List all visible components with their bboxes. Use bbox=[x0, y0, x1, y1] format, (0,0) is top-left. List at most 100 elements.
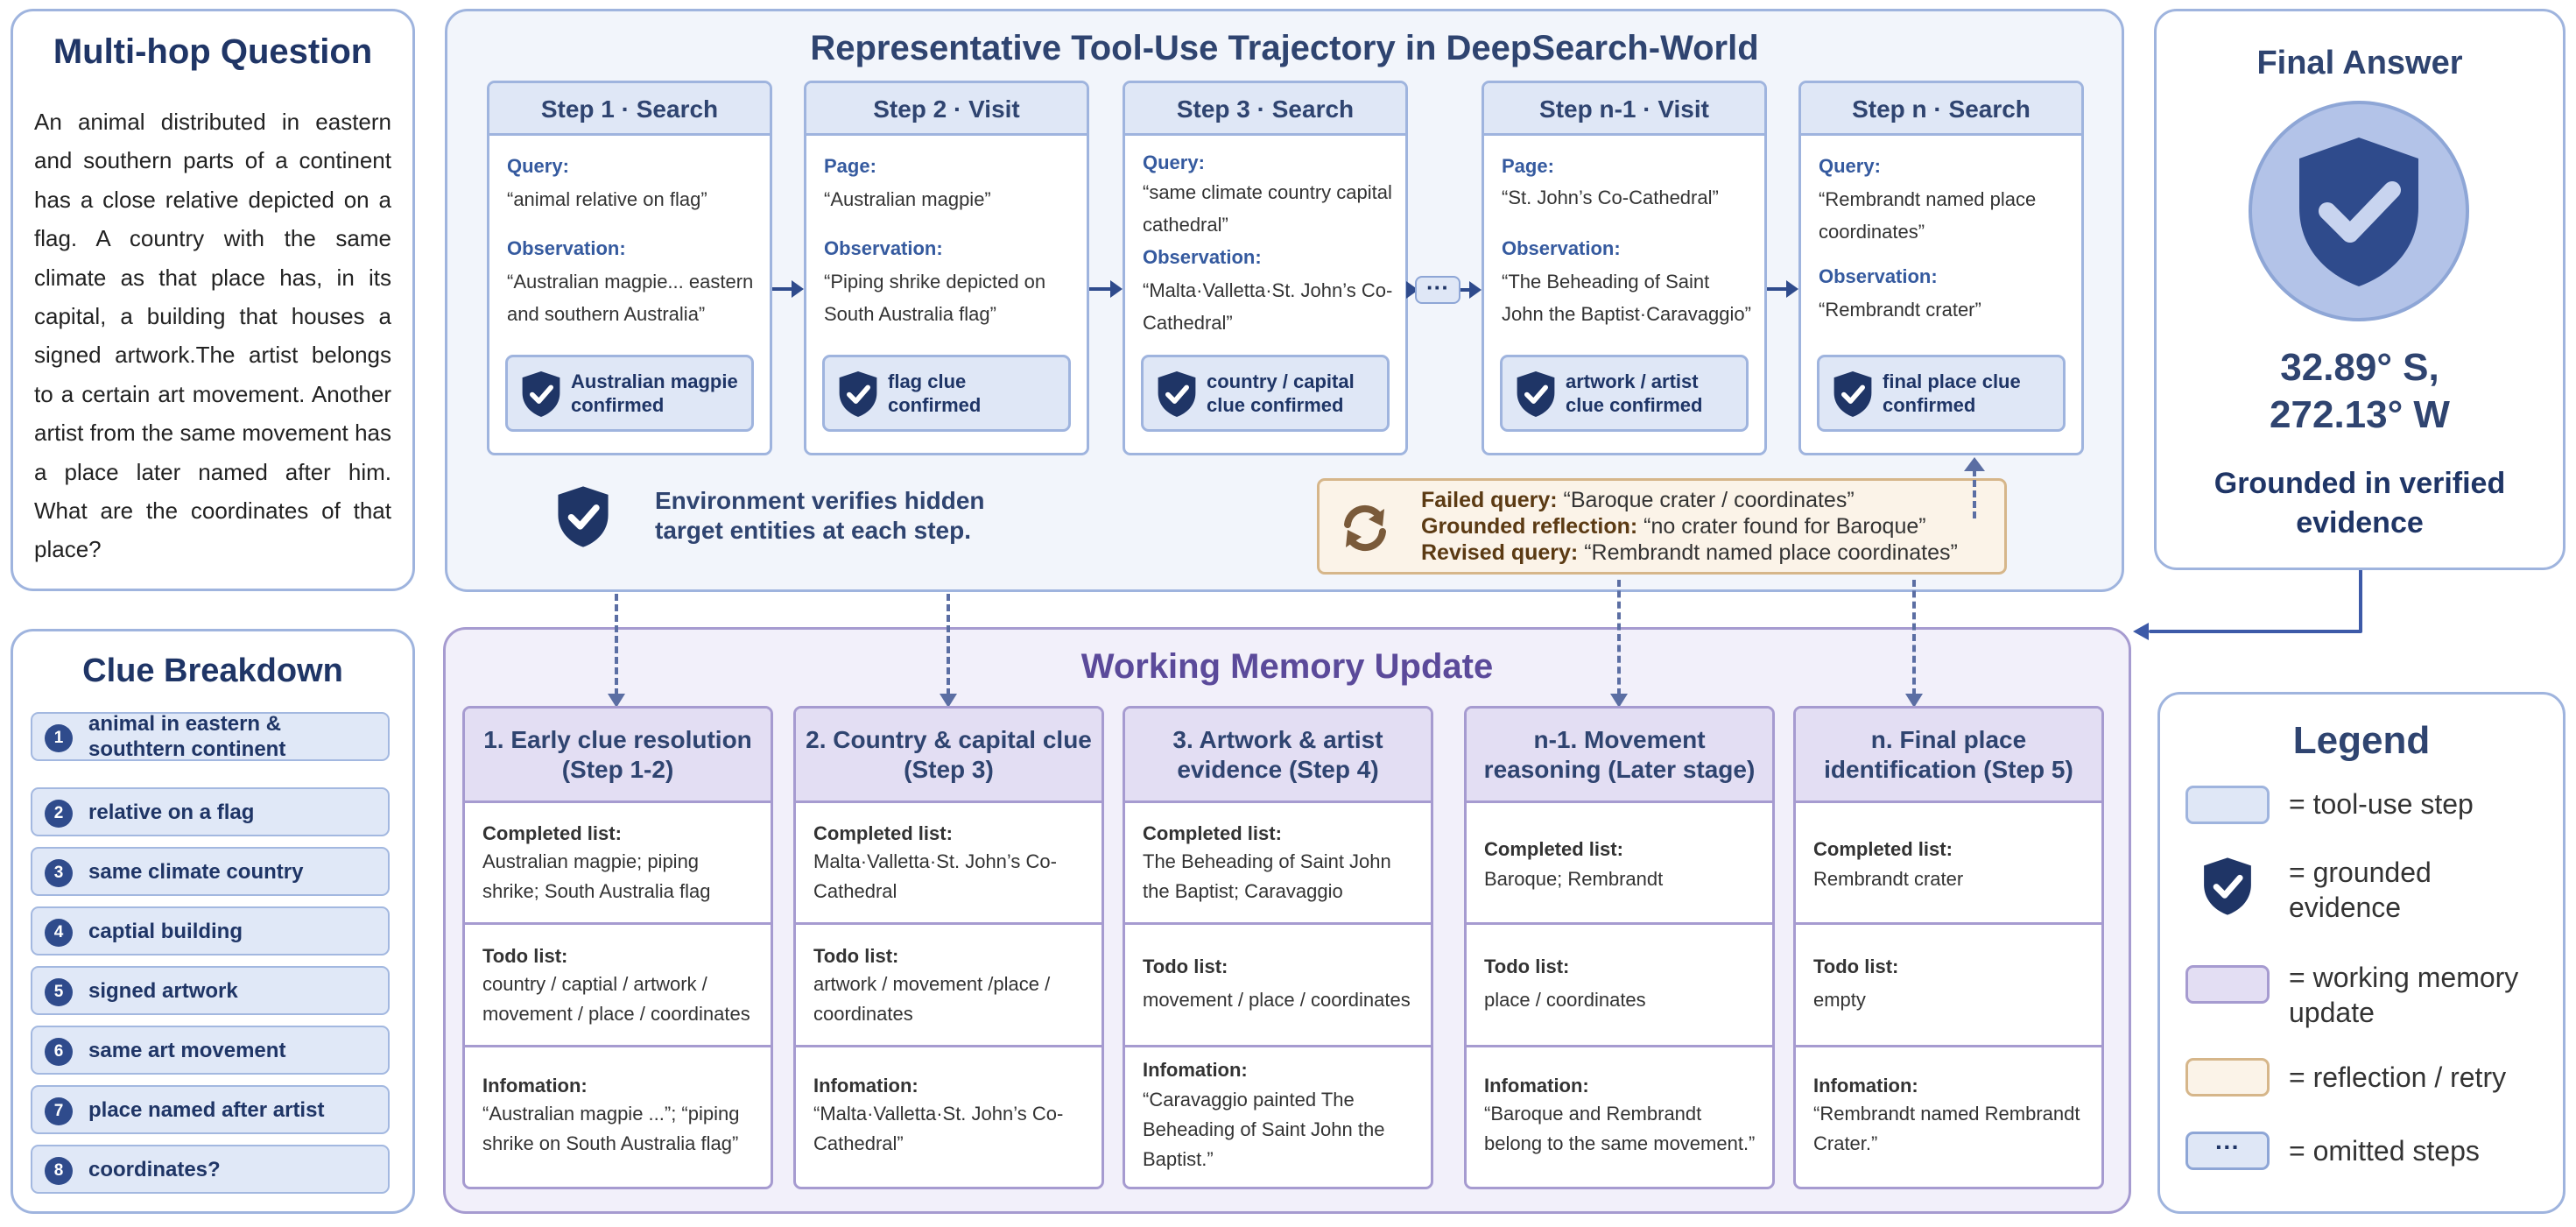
todo-value: empty bbox=[1813, 989, 1866, 1011]
failed-query-line: Failed query: “Baroque crater / coordina… bbox=[1421, 488, 1855, 513]
step-observation-value: “The Beheading of Saint John the Baptist… bbox=[1502, 271, 1751, 325]
completed-value: Malta·Valletta·St. John’s Co-Cathedral bbox=[813, 850, 1057, 902]
step-observation-value: “Piping shrike depicted on South Austral… bbox=[824, 271, 1046, 325]
environment-note: Environment verifies hidden target entit… bbox=[655, 487, 985, 544]
grounded-caption: Grounded in verified evidence bbox=[2214, 467, 2506, 539]
completed-value: Australian magpie; piping shrike; South … bbox=[482, 850, 711, 902]
revised-query-value: “Rembrandt named place coordinates” bbox=[1578, 540, 1958, 565]
refresh-icon bbox=[1344, 504, 1386, 552]
revised-query-label: Revised query: bbox=[1421, 540, 1579, 565]
confirmation-text: final place clue confirmed bbox=[1883, 370, 2021, 416]
clue-breakdown-title: Clue Breakdown bbox=[82, 652, 343, 689]
step-title: Step n · Search bbox=[1801, 83, 2081, 136]
todo-value: country / captial / artwork / movement /… bbox=[482, 973, 750, 1025]
step-observation-value: “Rembrandt crater” bbox=[1819, 299, 1981, 321]
step-observation-label: Observation: bbox=[824, 237, 943, 259]
todo-label: Todo list: bbox=[1143, 956, 1228, 977]
step-field-value: “Rembrandt named place coordinates” bbox=[1819, 188, 2037, 243]
flow-arrow bbox=[772, 280, 804, 298]
step-field-value: “same climate country capital cathedral” bbox=[1143, 181, 1392, 236]
question-panel: Multi-hop Question An animal distributed… bbox=[11, 9, 415, 591]
legend-panel: Legend bbox=[2157, 692, 2565, 1214]
step-observation-value: “Australian magpie... eastern and southe… bbox=[507, 271, 754, 325]
divider bbox=[1467, 1045, 1772, 1047]
step-field-value: “animal relative on flag” bbox=[507, 188, 707, 210]
clue-number: 4 bbox=[45, 919, 73, 947]
shield-check-icon bbox=[518, 370, 564, 419]
todo-label: Todo list: bbox=[1484, 956, 1570, 977]
confirmation-text: artwork / artist clue confirmed bbox=[1566, 370, 1703, 416]
confirmation-badge: country / capital clue confirmed bbox=[1141, 355, 1390, 432]
step-field-label: Query: bbox=[507, 155, 569, 177]
step-title: Step 3 · Search bbox=[1125, 83, 1405, 136]
clue-text: captial building bbox=[88, 919, 243, 943]
memory-column-title: 1. Early clue resolution (Step 1-2) bbox=[465, 709, 771, 803]
step-field-label: Page: bbox=[824, 155, 876, 177]
final-arrowhead bbox=[2133, 623, 2149, 640]
legend-label-memory: = working memory update bbox=[2289, 962, 2519, 1028]
clue-text: relative on a flag bbox=[88, 800, 255, 824]
clue-item: 4 captial building bbox=[31, 906, 390, 956]
memory-link-arrow bbox=[1905, 580, 1923, 708]
shield-check-icon bbox=[2199, 855, 2256, 918]
clue-number: 2 bbox=[45, 800, 73, 828]
step-card-2: Step 2 · Visit Page: “Australian magpie”… bbox=[804, 81, 1089, 455]
question-title: Multi-hop Question bbox=[53, 32, 373, 71]
clue-number: 3 bbox=[45, 859, 73, 887]
revised-query-line: Revised query: “Rembrandt named place co… bbox=[1421, 540, 1958, 566]
confirmation-badge: flag clue confirmed bbox=[822, 355, 1071, 432]
divider bbox=[1467, 922, 1772, 925]
clue-number: 6 bbox=[45, 1038, 73, 1066]
clue-item: 6 same art movement bbox=[31, 1026, 390, 1075]
memory-column-1: 1. Early clue resolution (Step 1-2) Comp… bbox=[462, 706, 773, 1189]
divider bbox=[796, 922, 1101, 925]
confirmation-badge: artwork / artist clue confirmed bbox=[1500, 355, 1749, 432]
information-value: “Australian magpie ...”; “piping shrike … bbox=[482, 1103, 740, 1154]
completed-label: Completed list: bbox=[482, 822, 622, 844]
retry-arrow bbox=[1973, 469, 1976, 518]
step-observation-label: Observation: bbox=[1143, 246, 1262, 268]
grounded-reflection-label: Grounded reflection: bbox=[1421, 514, 1638, 539]
flow-arrow bbox=[1767, 280, 1798, 298]
grounded-reflection-value: “no crater found for Baroque” bbox=[1637, 514, 1926, 539]
memory-column-title: 3. Artwork & artist evidence (Step 4) bbox=[1125, 709, 1431, 803]
flow-arrow bbox=[1089, 280, 1123, 298]
step-observation-label: Observation: bbox=[1819, 265, 1938, 287]
step-field-value: “St. John’s Co-Cathedral” bbox=[1502, 187, 1719, 208]
memory-link-arrow bbox=[940, 594, 957, 708]
grounded-reflection-line: Grounded reflection: “no crater found fo… bbox=[1421, 514, 1926, 539]
completed-value: Baroque; Rembrandt bbox=[1484, 868, 1664, 890]
legend-swatch-omitted: ··· bbox=[2185, 1132, 2270, 1170]
clue-number: 1 bbox=[45, 724, 73, 752]
step-title: Step 1 · Search bbox=[489, 83, 770, 136]
omitted-steps-indicator: ··· bbox=[1415, 276, 1460, 304]
divider bbox=[1796, 1045, 2101, 1047]
divider bbox=[465, 922, 771, 925]
todo-label: Todo list: bbox=[813, 945, 899, 967]
information-label: Infomation: bbox=[482, 1075, 588, 1097]
memory-column-title: n. Final place identification (Step 5) bbox=[1796, 709, 2101, 803]
clue-text: signed artwork bbox=[88, 978, 238, 1003]
flow-arrow bbox=[1460, 281, 1482, 299]
clue-text: same art movement bbox=[88, 1038, 286, 1062]
legend-label-tool-use: = tool-use step bbox=[2289, 788, 2474, 820]
final-connector bbox=[2359, 570, 2362, 631]
clue-number: 7 bbox=[45, 1097, 73, 1125]
failed-query-value: “Baroque crater / coordinates” bbox=[1557, 488, 1855, 512]
completed-label: Completed list: bbox=[813, 822, 953, 844]
clue-text: coordinates? bbox=[88, 1157, 221, 1181]
clue-item: 2 relative on a flag bbox=[31, 787, 390, 836]
step-observation-label: Observation: bbox=[1502, 237, 1621, 259]
retry-arrowhead bbox=[1964, 457, 1985, 471]
information-label: Infomation: bbox=[1484, 1075, 1589, 1097]
memory-column-2: 2. Country & capital clue (Step 3) Compl… bbox=[793, 706, 1104, 1189]
todo-label: Todo list: bbox=[482, 945, 568, 967]
information-value: “Malta·Valletta·St. John’s Co-Cathedral” bbox=[813, 1103, 1064, 1154]
divider bbox=[1125, 1045, 1431, 1047]
divider bbox=[796, 1045, 1101, 1047]
flow-arrow bbox=[1406, 281, 1418, 299]
